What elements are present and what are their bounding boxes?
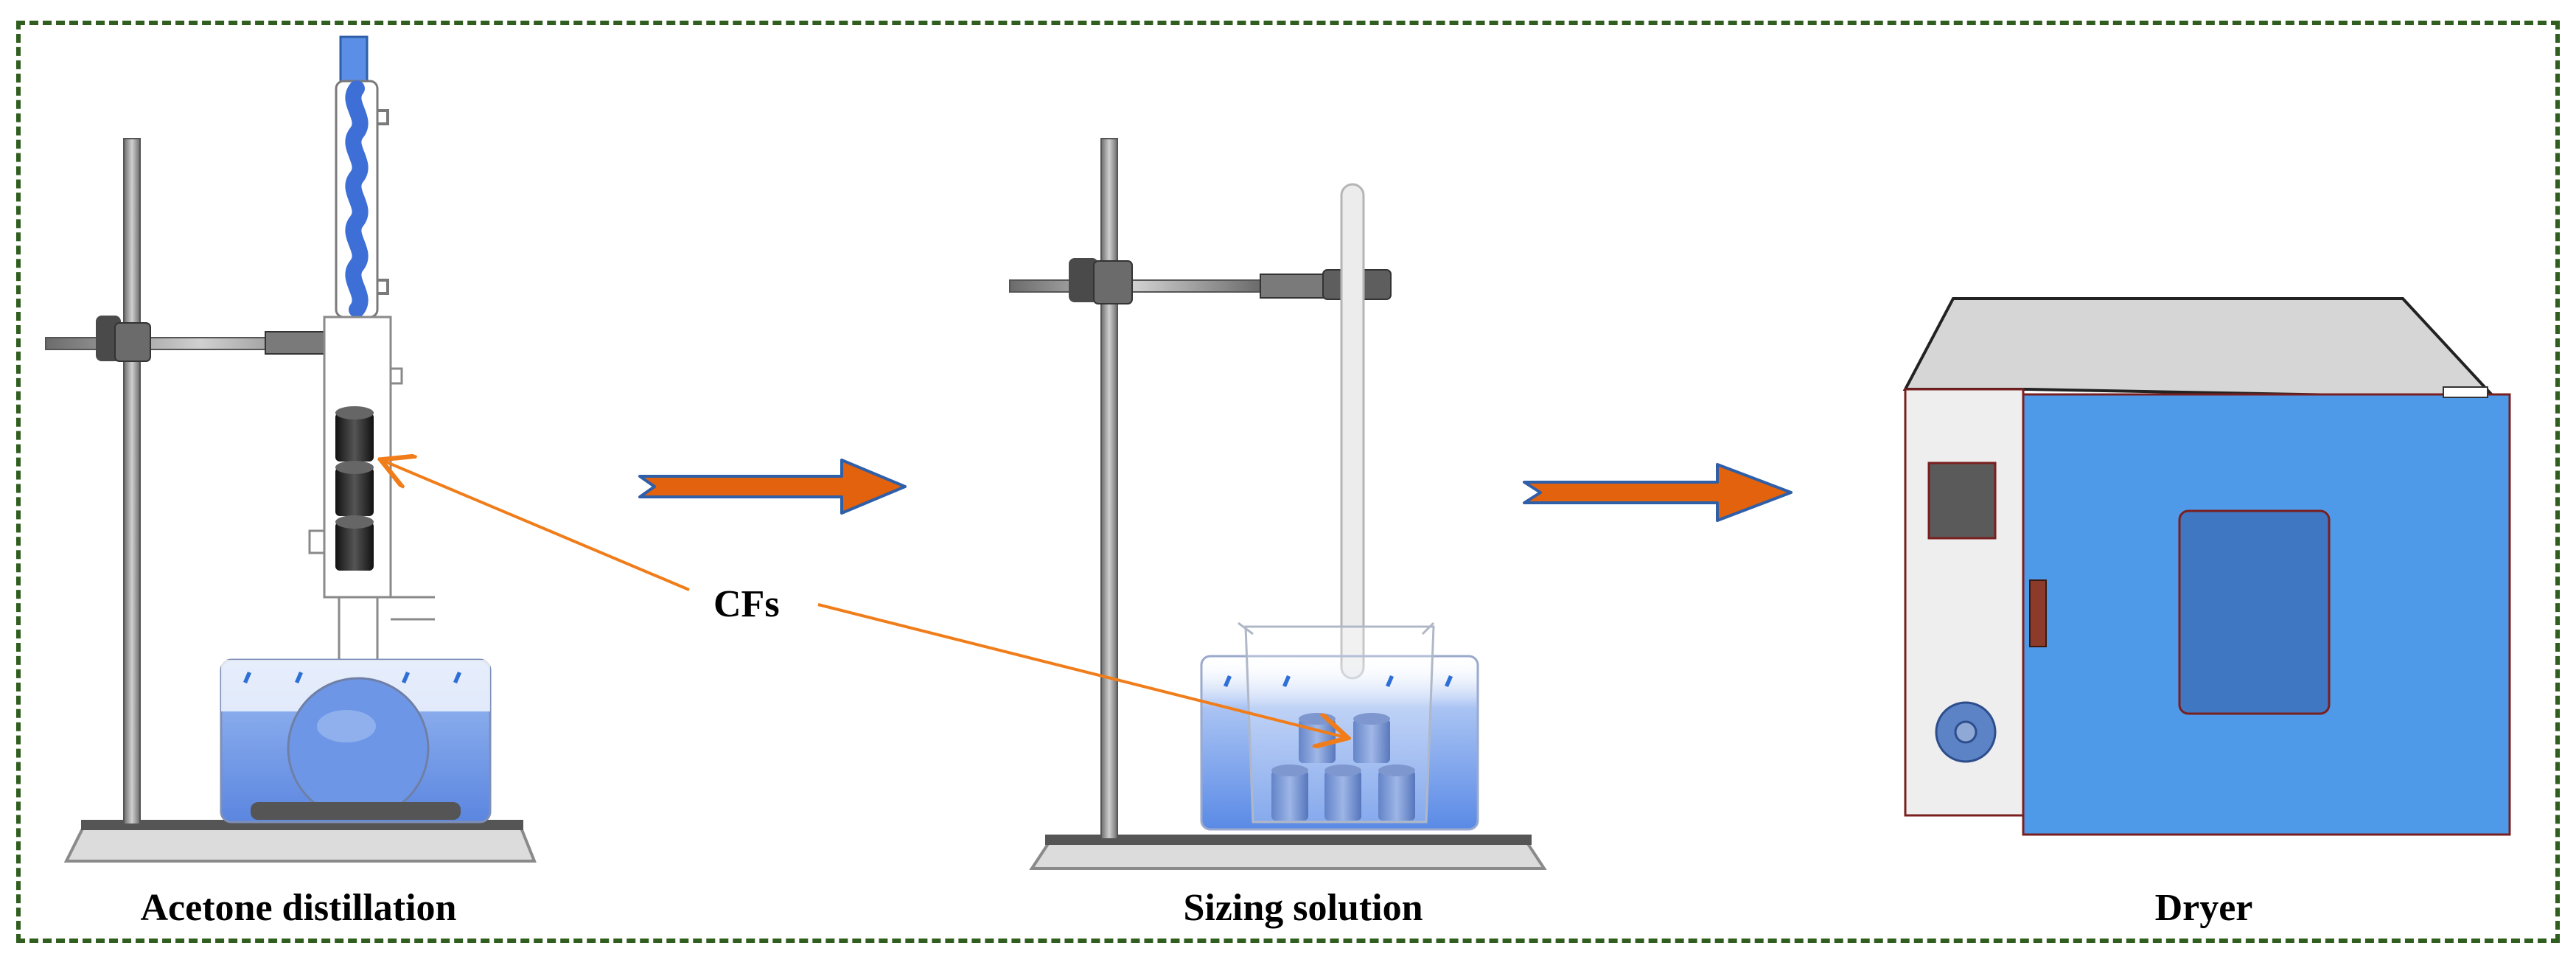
dashed-border [16,21,2560,943]
carbon-fiber-rolls-icon [335,406,374,571]
beaker-with-stand-icon [1009,138,1547,870]
cfs-pointer-line [383,461,690,591]
carbon-fiber-rolls-icon [1271,713,1415,821]
process-arrow-icon [638,459,907,515]
step1-label: Acetone distillation [141,887,457,929]
cfs-label: CFs [713,583,780,625]
cfs-pointer-line [817,603,1345,737]
step3-label: Dryer [2155,887,2253,929]
distillation-apparatus-icon [45,35,537,863]
process-arrow-icon [1523,463,1793,522]
drying-oven-icon [1902,297,2511,836]
step2-label: Sizing solution [1183,887,1423,929]
